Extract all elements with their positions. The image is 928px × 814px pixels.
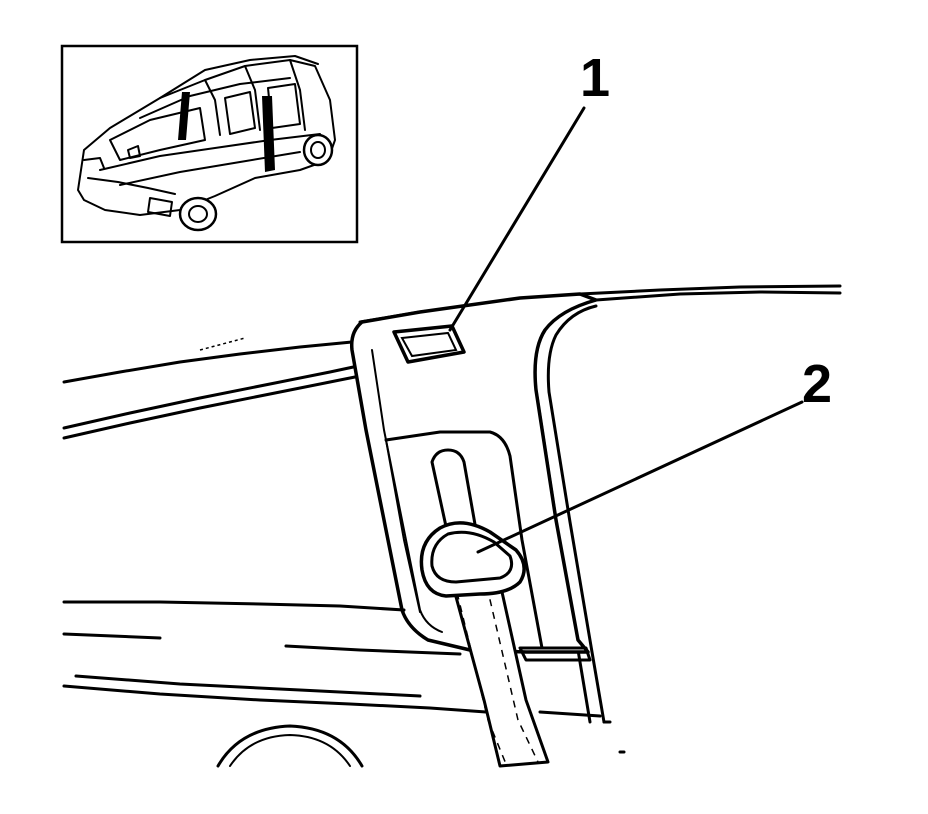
vehicle-wireframe-icon <box>77 55 336 232</box>
trim-clip-cover <box>392 324 466 364</box>
interior-lines <box>62 600 602 718</box>
b-pillar-trim-panel <box>349 292 598 662</box>
vehicle-locator-inset <box>60 44 359 244</box>
seat-headrest-outline <box>216 724 364 768</box>
roof-headliner-lines <box>62 337 362 440</box>
leader-line-1 <box>448 106 586 332</box>
callout-number-1: 1 <box>580 48 610 108</box>
leader-line-2 <box>476 400 804 554</box>
callout-number-2: 2 <box>802 354 832 414</box>
leader-lines <box>448 106 804 554</box>
